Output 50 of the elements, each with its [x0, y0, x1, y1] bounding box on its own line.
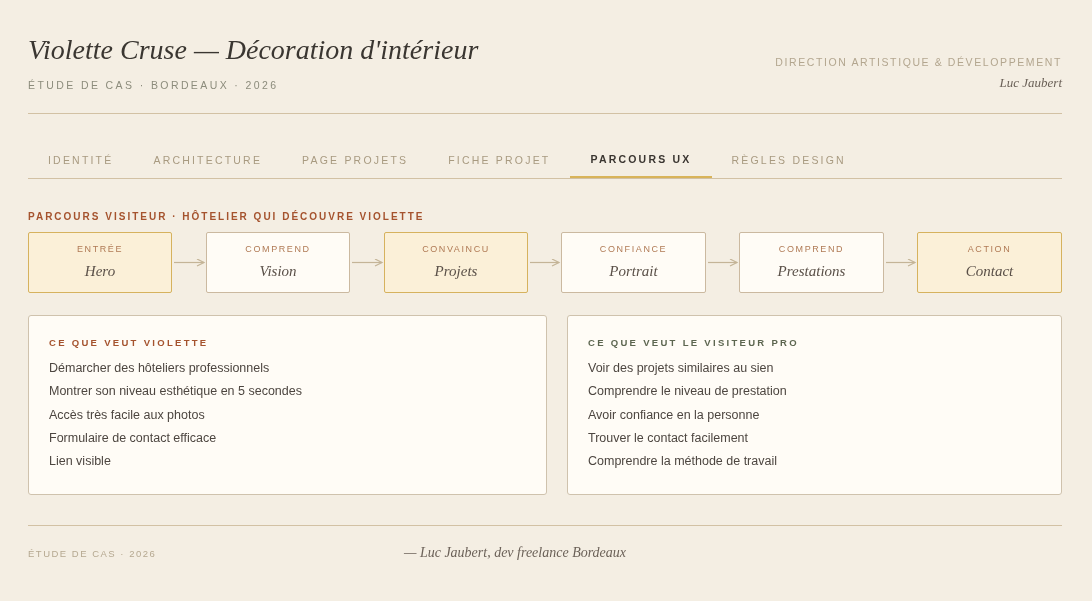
- step-category: CONFIANCE: [599, 243, 668, 255]
- step-title: Portrait: [609, 262, 658, 281]
- list-item: Comprendre la méthode de travail: [588, 453, 777, 471]
- step-category: COMPREND: [245, 243, 311, 255]
- step-title: Contact: [965, 262, 1014, 281]
- subtitle: ÉTUDE DE CAS · BORDEAUX · 2026: [28, 78, 279, 92]
- list-item: Montrer son niveau esthétique en 5 secondes: [49, 383, 302, 401]
- author-name: Luc Jaubert: [999, 75, 1062, 91]
- arrow: [173, 258, 205, 267]
- list-item: Démarcher des hôteliers professionnels: [49, 360, 270, 377]
- arrow: [351, 258, 383, 267]
- goals-panel: [28, 315, 547, 495]
- section-heading: PARCOURS VISITEUR · HÔTELIER QUI DÉCOUVRE VIOLETTE: [28, 210, 425, 223]
- list-item: Voir des projets similaires au sien: [588, 360, 774, 377]
- list-item: Accès très facile aux photos: [49, 406, 205, 424]
- role-label: DIRECTION ARTISTIQUE & DÉVELOPPEMENT: [775, 55, 1062, 69]
- list-item: Comprendre le niveau de prestation: [588, 383, 787, 401]
- step-category: COMPREND: [778, 243, 845, 255]
- list-item: Formulaire de contact efficace: [49, 429, 217, 447]
- goals-panel: [567, 315, 1062, 495]
- list-item: Avoir confiance en la personne: [588, 406, 760, 424]
- step-category: ACTION: [967, 243, 1012, 255]
- journey-step-box: [917, 232, 1062, 293]
- arrow: [529, 258, 560, 267]
- step-title: Prestations: [777, 262, 846, 281]
- journey-step-box: [561, 232, 706, 293]
- step-title: Vision: [259, 262, 297, 281]
- list-item: Trouver le contact facilement: [588, 429, 749, 447]
- journey-step-box: [384, 232, 528, 293]
- tab-label: PAGE PROJETS: [302, 153, 409, 167]
- step-category: CONVAINCU: [422, 243, 490, 255]
- panel-heading: CE QUE VEUT VIOLETTE: [49, 337, 209, 349]
- arrow: [707, 258, 738, 267]
- tab-label: ARCHITECTURE: [153, 153, 263, 167]
- arrow: [885, 258, 916, 267]
- journey-step-box: [28, 232, 172, 293]
- active-tab: PARCOURS UX: [570, 140, 712, 178]
- list-item: Lien visible: [49, 453, 111, 471]
- panel-heading: CE QUE VEUT LE VISITEUR PRO: [588, 337, 799, 349]
- journey-step-box: [739, 232, 884, 293]
- tab-label: RÈGLES DESIGN: [731, 153, 846, 167]
- page-title: Violette Cruse — Décoration d'intérieur: [28, 33, 479, 67]
- step-title: Hero: [84, 262, 116, 281]
- journey-step-box: [206, 232, 350, 293]
- step-category: ENTRÉE: [76, 243, 124, 255]
- footer-text: ÉTUDE DE CAS · 2026: [28, 547, 157, 560]
- tab-label: IDENTITÉ: [48, 153, 114, 167]
- step-title: Projets: [434, 262, 478, 281]
- tab-label: FICHE PROJET: [448, 153, 551, 167]
- footer-quote: — Luc Jaubert, dev freelance Bordeaux: [403, 544, 627, 562]
